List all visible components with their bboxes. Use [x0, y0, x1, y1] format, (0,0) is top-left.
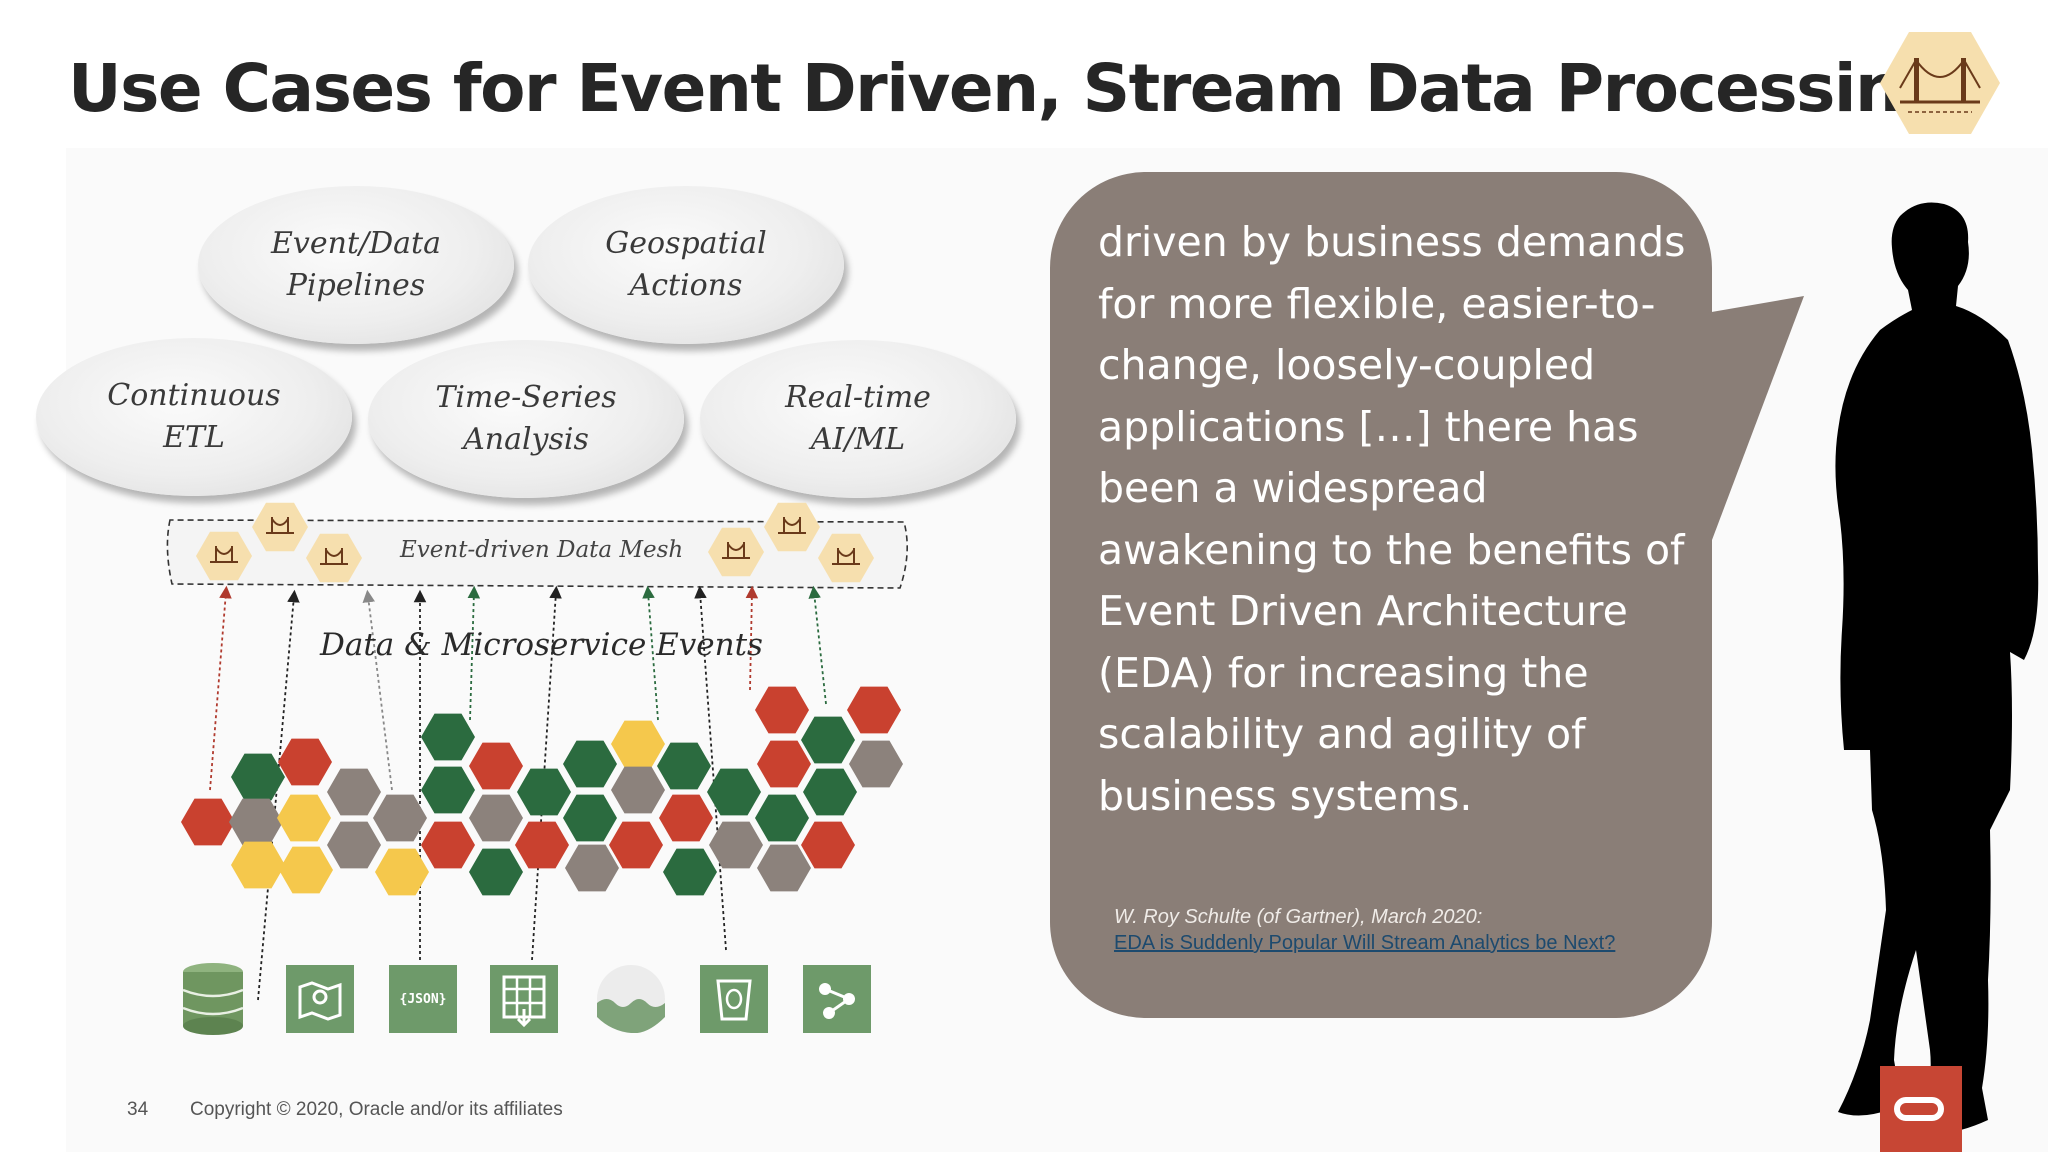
- use-case-label: Continuous ETL: [107, 378, 281, 455]
- use-case-time-series-analysis: Time-Series Analysis: [368, 340, 684, 498]
- mesh-node-icon: [196, 531, 252, 581]
- event-hexagon: [755, 794, 809, 842]
- event-hexagon: [229, 798, 283, 846]
- use-case-continuous-etl: Continuous ETL: [36, 338, 352, 496]
- event-hexagon: [663, 848, 717, 896]
- event-hexagon: [421, 821, 475, 869]
- event-arrow: [209, 585, 232, 791]
- use-case-label: Real-time AI/ML: [785, 380, 931, 457]
- slide-title: Use Cases for Event Driven, Stream Data …: [68, 50, 1948, 127]
- data-mesh-label: Event-driven Data Mesh: [400, 537, 684, 563]
- event-hexagon: [609, 821, 663, 869]
- event-hexagon: [373, 794, 427, 842]
- event-hexagon: [279, 846, 333, 894]
- event-arrow: [257, 589, 300, 1001]
- event-hexagon: [757, 740, 811, 788]
- oracle-ring-icon: [1894, 1097, 1944, 1121]
- event-hexagon: [611, 766, 665, 814]
- json-icon: {JSON}: [389, 965, 457, 1033]
- event-arrow: [362, 589, 393, 791]
- json-icon-label: {JSON}: [399, 991, 447, 1007]
- event-hexagon: [657, 742, 711, 790]
- spreadsheet-icon: [490, 965, 558, 1033]
- bridge-logo-icon: [1880, 32, 2000, 134]
- event-hexagon: [231, 841, 285, 889]
- event-hexagon: [563, 740, 617, 788]
- use-case-geospatial-actions: Geospatial Actions: [528, 186, 844, 344]
- person-silhouette: [1835, 202, 2039, 1133]
- event-hexagon: [757, 844, 811, 892]
- mesh-node-icon: [708, 527, 764, 577]
- event-hexagon: [563, 794, 617, 842]
- use-case-label: Time-Series Analysis: [435, 380, 617, 457]
- use-case-real-time-ai-ml: Real-time AI/ML: [700, 340, 1016, 498]
- share-graph-icon: [803, 965, 871, 1033]
- mesh-node-icon: [252, 502, 308, 552]
- storage-bucket-icon: [700, 965, 768, 1033]
- event-hexagon: [801, 716, 855, 764]
- database-icon: [182, 963, 244, 1035]
- event-arrow: [808, 585, 827, 705]
- event-hexagon: [565, 844, 619, 892]
- quote-attribution: W. Roy Schulte (of Gartner), March 2020:: [1114, 906, 1483, 928]
- event-hexagon: [707, 768, 761, 816]
- event-hexagon: [801, 821, 855, 869]
- event-hexagon: [469, 848, 523, 896]
- mesh-node-icon: [818, 533, 874, 583]
- event-hexagon: [278, 738, 332, 786]
- use-case-label: Geospatial Actions: [605, 226, 767, 303]
- event-hexagon: [421, 713, 475, 761]
- event-arrow: [531, 585, 562, 961]
- event-hexagon: [709, 821, 763, 869]
- event-hexagon: [847, 686, 901, 734]
- event-hexagon: [659, 794, 713, 842]
- event-hexagon: [277, 794, 331, 842]
- map-icon: [286, 965, 354, 1033]
- events-label: Data & Microservice Events: [320, 627, 763, 663]
- event-hexagon: [517, 768, 571, 816]
- use-case-event-data-pipelines: Event/Data Pipelines: [198, 186, 514, 344]
- event-hexagon: [181, 798, 235, 846]
- event-arrow: [745, 585, 759, 691]
- event-hexagon: [231, 753, 285, 801]
- page-number: 34: [127, 1099, 149, 1120]
- event-hexagon: [611, 720, 665, 768]
- quote-source-link[interactable]: EDA is Suddenly Popular Will Stream Anal…: [1114, 932, 1616, 954]
- event-hexagon: [421, 766, 475, 814]
- mesh-node-icon: [306, 533, 362, 583]
- water-icon: [597, 965, 665, 1033]
- event-hexagon: [803, 768, 857, 816]
- oracle-logo: [1880, 1066, 1962, 1152]
- event-hexagon: [375, 848, 429, 896]
- event-hexagon: [327, 821, 381, 869]
- quote-text: driven by business demands for more flex…: [1098, 218, 1686, 820]
- event-hexagon: [849, 740, 903, 788]
- event-hexagon: [469, 794, 523, 842]
- event-mesh-diagram: [166, 502, 908, 1001]
- copyright-text: Copyright © 2020, Oracle and/or its affi…: [190, 1099, 563, 1120]
- event-hexagon: [515, 821, 569, 869]
- quote-bubble-tail: [1700, 296, 1804, 540]
- use-case-label: Event/Data Pipelines: [271, 226, 441, 303]
- event-hexagon: [327, 768, 381, 816]
- mesh-node-icon: [764, 502, 820, 552]
- event-hexagon: [469, 742, 523, 790]
- event-hexagon: [755, 686, 809, 734]
- quote-bubble: [1050, 172, 1712, 1018]
